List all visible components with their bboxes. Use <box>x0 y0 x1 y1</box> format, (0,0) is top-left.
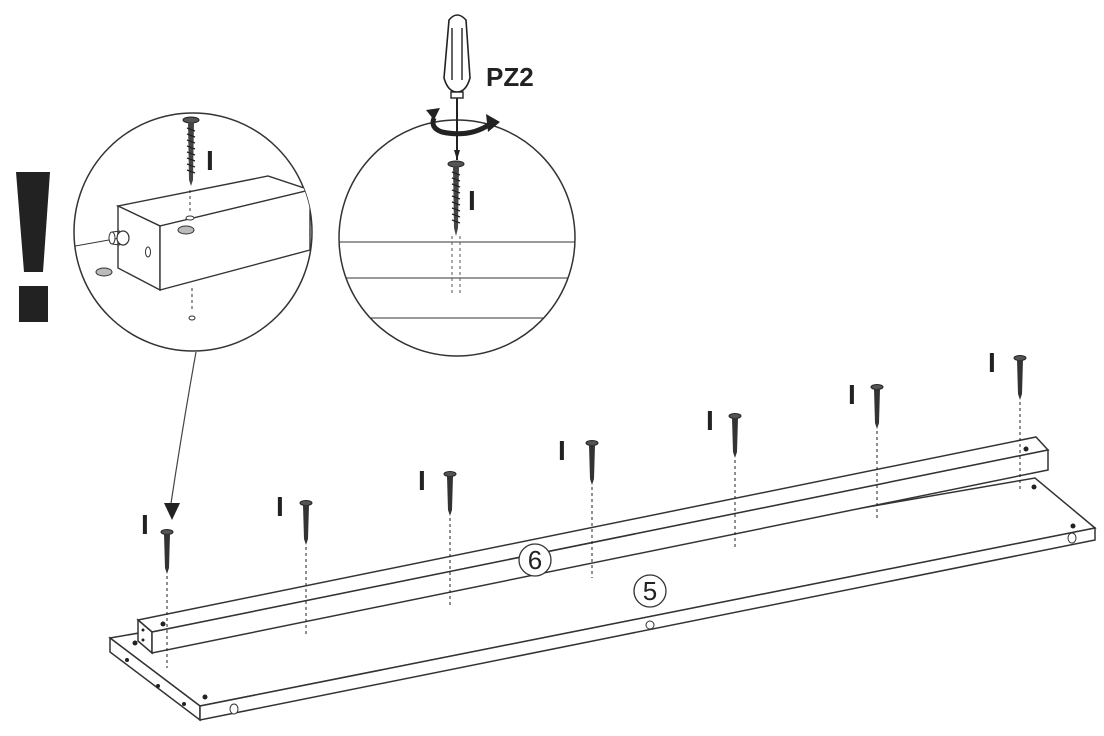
callout-arrow <box>169 351 197 511</box>
phillips-screwdriver-icon <box>443 14 471 160</box>
screw-code-label: I <box>468 185 476 216</box>
detail-circle-left: I <box>73 112 313 352</box>
screw-icon <box>870 384 884 520</box>
screw-code-label: I <box>276 491 284 522</box>
screw-icon <box>299 500 313 634</box>
callout-arrow-head <box>164 503 180 520</box>
screw-code-label: I <box>706 405 714 436</box>
screw-icon <box>447 160 465 236</box>
warning-exclamation-icon <box>16 172 50 322</box>
screw-icon <box>585 440 599 578</box>
panel-part-5 <box>108 477 1097 722</box>
screw-code-label: I <box>988 347 996 378</box>
part-label-6: 6 <box>518 543 552 577</box>
screw-icon <box>160 529 174 668</box>
screw-icon <box>728 413 742 548</box>
rotation-arrow-icon <box>426 108 500 137</box>
screw-icon <box>443 471 457 605</box>
part-label-5: 5 <box>633 574 667 608</box>
rail-part-6 <box>136 436 1050 655</box>
detail-circle-right: I <box>338 119 576 357</box>
screw-code-label: I <box>848 379 856 410</box>
screw-code-label: I <box>558 435 566 466</box>
tool-label: PZ2 <box>486 62 534 92</box>
screw-code-label: I <box>206 145 214 176</box>
screw-icon <box>1013 355 1027 492</box>
screw-icon <box>182 116 200 186</box>
screw-code-label: I <box>418 465 426 496</box>
screw-code-label: I <box>141 509 149 540</box>
screw-row: I I I I I <box>141 347 1027 668</box>
part-number-6: 6 <box>528 545 542 575</box>
part-number-5: 5 <box>643 576 657 606</box>
